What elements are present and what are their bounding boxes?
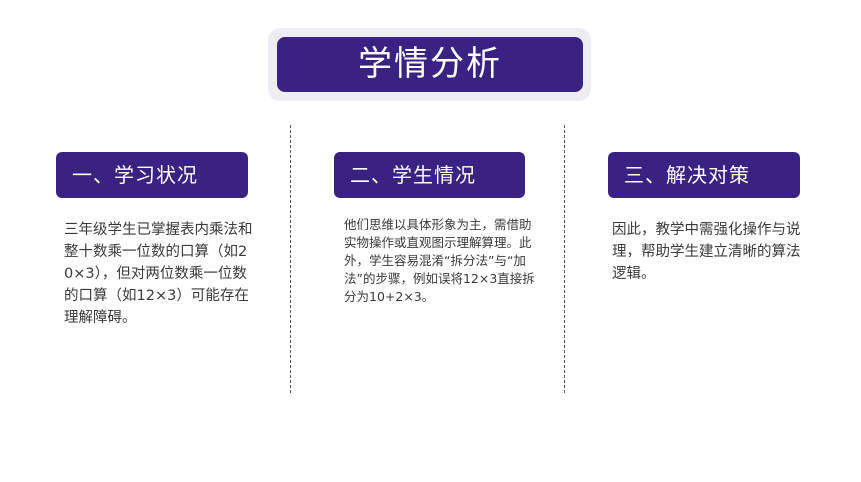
text-student-situation: 他们思维以具体形象为主，需借助实物操作或直观图示理解算理。此外，学生容易混淆“拆… (344, 217, 535, 304)
heading-solution-strategy: 三、解决对策 (608, 152, 800, 198)
heading-student-situation: 二、学生情况 (334, 152, 525, 198)
divider-right (564, 125, 565, 393)
heading-learning-status: 一、学习状况 (56, 152, 248, 198)
text-learning-status: 三年级学生已掌握表内乘法和整十数乘一位数的口算（如20×3），但对两位数乘一位数… (64, 222, 253, 326)
text-solution-strategy: 因此，教学中需强化操作与说理，帮助学生建立清晰的算法逻辑。 (612, 222, 801, 282)
page-title: 学情分析 (277, 37, 583, 92)
divider-left (290, 125, 291, 393)
